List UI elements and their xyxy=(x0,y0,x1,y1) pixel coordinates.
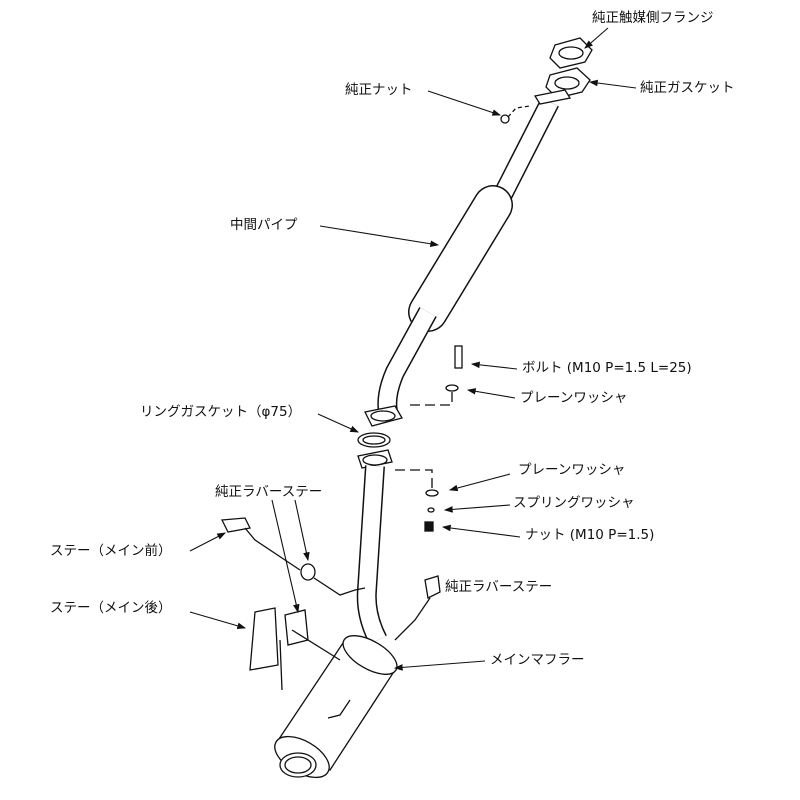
arrow-stay-front xyxy=(189,532,226,552)
label-oem-cat-flange: 純正触媒側フランジ xyxy=(592,10,714,26)
main-muffler xyxy=(274,635,398,779)
arrow-gasket xyxy=(588,79,637,89)
arrow-nut xyxy=(441,524,521,538)
stay-main-front xyxy=(220,517,366,596)
arrow-plain-washer-upper xyxy=(466,388,516,399)
label-oem-gasket: 純正ガスケット xyxy=(640,80,735,96)
label-stay-main-front: ステー（メイン前） xyxy=(50,543,172,559)
mid-pipe xyxy=(364,89,572,427)
label-spring-washer: スプリングワッシャ xyxy=(513,495,635,511)
arrow-oem-nut xyxy=(427,90,502,116)
bolt-upper xyxy=(410,345,463,406)
ring-gasket xyxy=(357,432,391,448)
oem-nut xyxy=(500,114,510,124)
label-plain-washer-upper: プレーンワッシャ xyxy=(520,390,628,406)
arrow-rubber-stay-b xyxy=(294,499,310,562)
arrow-spring-washer xyxy=(443,504,511,513)
label-bolt: ボルト (M10 P=1.5 L=25) xyxy=(522,360,692,376)
arrow-mid-pipe xyxy=(319,225,440,248)
label-ring-gasket: リングガスケット（φ75） xyxy=(140,404,302,420)
label-nut: ナット (M10 P=1.5) xyxy=(525,527,655,543)
label-oem-nut: 純正ナット xyxy=(345,82,413,98)
main-pipe xyxy=(356,449,393,645)
fastener-lower xyxy=(395,469,439,532)
arrow-stay-rear xyxy=(189,611,247,630)
oem-gasket xyxy=(545,67,591,99)
label-stay-main-rear: ステー（メイン後） xyxy=(50,600,172,616)
rubber-stay-right xyxy=(394,575,441,641)
arrow-ring-gasket xyxy=(317,413,360,433)
label-plain-washer-lower: プレーンワッシャ xyxy=(518,462,626,478)
arrow-bolt xyxy=(470,361,518,370)
label-oem-rubber-stay-left: 純正ラバーステー xyxy=(215,484,323,500)
label-main-muffler: メインマフラー xyxy=(490,652,585,668)
arrow-rubber-stay-a xyxy=(271,499,300,614)
arrow-cat-flange xyxy=(584,27,609,49)
arrow-plain-washer-lower xyxy=(448,473,511,492)
oem-cat-flange xyxy=(549,37,593,69)
arrow-main-muffler xyxy=(393,660,486,671)
label-oem-rubber-stay-right: 純正ラバーステー xyxy=(445,579,553,595)
stay-main-rear xyxy=(249,607,341,691)
label-mid-pipe: 中間パイプ xyxy=(230,217,298,233)
